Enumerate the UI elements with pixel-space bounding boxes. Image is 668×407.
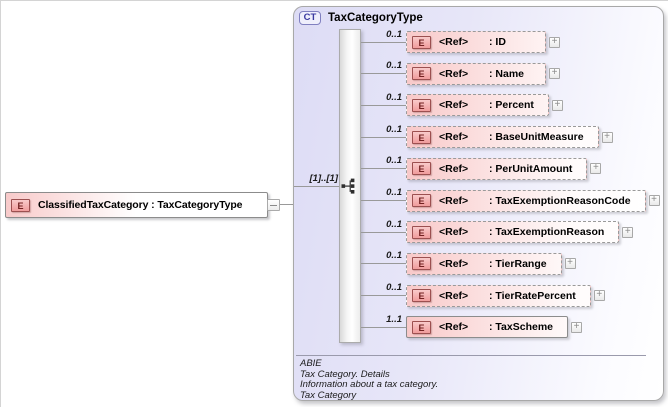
expand-icon[interactable]: + [590, 163, 602, 175]
element-ref-label: <Ref> [439, 67, 469, 80]
collapse-toggle-icon[interactable] [267, 199, 280, 211]
complex-type-box: CT TaxCategoryType [1]..[1] 0..1 E <Ref>… [293, 6, 664, 401]
cardinality-label: 0..1 [386, 28, 402, 40]
expand-icon[interactable]: + [551, 99, 563, 111]
root-element-label: ClassifiedTaxCategory : TaxCategoryType [38, 199, 243, 211]
element-name-label: : TaxExemptionReasonCode [489, 194, 631, 207]
connector-line [361, 136, 406, 138]
expand-icon[interactable]: + [571, 321, 582, 333]
element-box[interactable]: E <Ref> : ID [406, 31, 546, 53]
element-icon: E [412, 67, 431, 81]
connector-line [361, 168, 406, 170]
element-box[interactable]: E <Ref> : PerUnitAmount [406, 157, 588, 180]
element-box[interactable]: E <Ref> : Percent [406, 94, 549, 117]
cardinality-label: 0..1 [386, 218, 402, 230]
element-name-label: : TierRange [489, 257, 547, 270]
cardinality-label: 0..1 [386, 123, 402, 135]
complex-type-header: CT TaxCategoryType [299, 11, 423, 25]
cardinality-label: 1..1 [386, 313, 402, 325]
element-name-label: : Name [489, 67, 525, 80]
complex-type-badge: CT [299, 11, 321, 25]
element-row: E <Ref> : TaxScheme + [406, 316, 582, 339]
connector-line [361, 41, 406, 43]
root-element-box[interactable]: E ClassifiedTaxCategory : TaxCategoryTyp… [5, 192, 268, 218]
expand-icon[interactable]: + [622, 226, 634, 238]
element-name-label: : TierRatePercent [489, 289, 576, 302]
element-ref-label: <Ref> [439, 321, 469, 334]
connector-line [361, 200, 406, 201]
cardinality-label: 0..1 [386, 91, 402, 103]
element-row: E <Ref> : TierRange + [406, 252, 576, 275]
annotation-separator [296, 355, 646, 356]
element-name-label: : TaxScheme [489, 321, 553, 334]
element-ref-label: <Ref> [439, 194, 469, 207]
element-name-label: : BaseUnitMeasure [489, 131, 584, 144]
element-ref-label: <Ref> [439, 257, 469, 270]
element-icon: E [412, 35, 431, 49]
element-box[interactable]: E <Ref> : TierRatePercent [406, 284, 591, 307]
element-box[interactable]: E <Ref> : TaxExemptionReasonCode [406, 189, 646, 212]
element-row: E <Ref> : TaxExemptionReasonCode + [406, 189, 660, 212]
element-row: E <Ref> : TaxExemptionReason + [406, 221, 634, 244]
element-icon: E [412, 257, 431, 271]
annotation-text: ABIE Tax Category. Details Information a… [300, 358, 439, 401]
connector-line [361, 326, 406, 328]
element-icon: E [412, 162, 431, 176]
element-icon: E [412, 98, 431, 112]
element-icon: E [412, 320, 431, 334]
connector-line [361, 73, 406, 75]
element-ref-label: <Ref> [439, 289, 469, 302]
connector-line [361, 231, 406, 233]
element-name-label: : PerUnitAmount [489, 162, 573, 175]
element-ref-label: <Ref> [439, 99, 469, 112]
element-ref-label: <Ref> [439, 131, 469, 144]
element-name-label: : ID [489, 36, 506, 48]
element-row: E <Ref> : TierRatePercent + [406, 284, 605, 307]
expand-icon[interactable]: + [601, 131, 613, 143]
root-connector-line [280, 204, 293, 205]
element-row: E <Ref> : PerUnitAmount + [406, 157, 602, 180]
cardinality-label: 0..1 [386, 187, 402, 198]
element-icon: E [412, 225, 431, 239]
element-box[interactable]: E <Ref> : TaxScheme [406, 316, 568, 339]
element-box[interactable]: E <Ref> : Name [406, 62, 546, 85]
connector-line [361, 295, 406, 297]
annotation-abie: ABIE [300, 358, 322, 369]
element-box[interactable]: E <Ref> : TaxExemptionReason [406, 221, 620, 244]
cardinality-label: 0..1 [386, 155, 402, 167]
expand-icon[interactable]: + [564, 258, 576, 270]
cardinality-label: 0..1 [386, 60, 402, 72]
element-ref-label: <Ref> [439, 226, 469, 239]
connector-line [361, 104, 406, 106]
element-icon: E [412, 289, 431, 303]
element-icon: E [11, 198, 30, 212]
expand-icon[interactable]: + [549, 36, 560, 48]
annotation-details: Tax Category. Details [300, 368, 390, 380]
group-connector-line [294, 186, 339, 187]
element-row: E <Ref> : ID + [406, 31, 560, 53]
cardinality-label: 0..1 [386, 282, 402, 294]
complex-type-title: TaxCategoryType [328, 12, 423, 24]
element-ref-label: <Ref> [439, 162, 469, 175]
expand-icon[interactable]: + [593, 290, 605, 302]
annotation-name: Tax Category [300, 389, 357, 401]
element-icon: E [412, 194, 431, 207]
element-row: E <Ref> : Name + [406, 62, 560, 85]
sequence-icon[interactable] [341, 178, 359, 194]
element-ref-label: <Ref> [439, 36, 469, 48]
element-row: E <Ref> : Percent + [406, 94, 563, 117]
group-cardinality-label: [1]..[1] [309, 173, 339, 184]
connector-line [361, 263, 406, 265]
annotation-description: Information about a tax category. [300, 379, 439, 390]
element-name-label: : TaxExemptionReason [489, 226, 605, 239]
element-box[interactable]: E <Ref> : BaseUnitMeasure [406, 126, 599, 149]
element-name-label: : Percent [489, 99, 534, 112]
element-row: E <Ref> : BaseUnitMeasure + [406, 126, 613, 149]
expand-icon[interactable]: + [549, 68, 560, 80]
element-box[interactable]: E <Ref> : TierRange [406, 252, 562, 275]
expand-icon[interactable]: + [648, 195, 660, 206]
element-icon: E [412, 130, 431, 144]
cardinality-label: 0..1 [386, 250, 402, 262]
